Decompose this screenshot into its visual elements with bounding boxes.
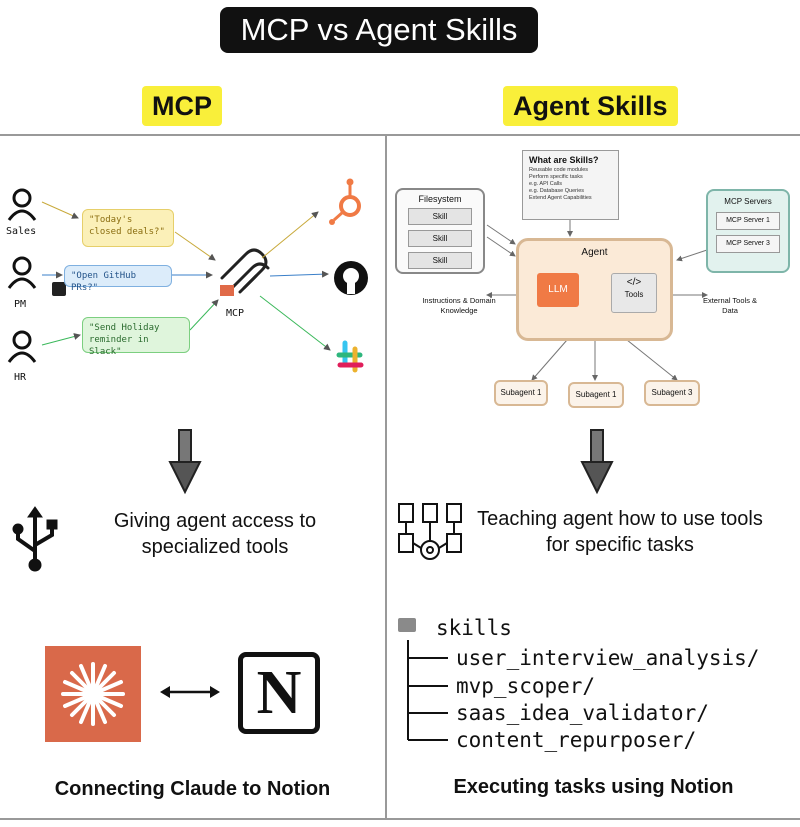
- bidirectional-arrow-icon: [160, 686, 220, 698]
- what-item: Reusable code modules: [529, 167, 589, 173]
- skill-chip: Skill: [408, 230, 472, 247]
- claude-logo: [45, 646, 141, 742]
- instructions-note: Instructions & Domain Knowledge: [422, 296, 496, 315]
- mcp-hub-label: MCP: [226, 308, 245, 319]
- sales-request-bubble: "Today's closed deals?": [82, 209, 174, 247]
- usb-icon: [12, 506, 58, 572]
- mcp-servers-box: MCP Servers MCP Server 1 MCP Server 3: [706, 189, 790, 273]
- user-label-sales: Sales: [6, 226, 37, 237]
- what-are-skills-title: What are Skills?: [529, 155, 599, 165]
- mcp-hub-icon: [220, 248, 270, 294]
- pm-badge-icon: [52, 282, 66, 296]
- mcp-caption: Giving agent access to specialized tools: [113, 510, 317, 558]
- mcp-bottom-caption: Connecting Claude to Notion: [54, 778, 331, 800]
- mcp-server-chip: MCP Server 3: [716, 235, 780, 253]
- tree-item: user_interview_analysis/: [456, 646, 760, 670]
- mcp-servers-title: MCP Servers: [724, 197, 772, 206]
- subagent-box: Subagent 1: [568, 382, 624, 408]
- subagent-box: Subagent 1: [494, 380, 548, 406]
- top-divider: [0, 134, 800, 136]
- slack-icon: [336, 340, 364, 373]
- agent-skills-diagram: [486, 220, 708, 381]
- what-item: Perform specific tasks: [529, 174, 583, 180]
- documents-gear-icon: [398, 503, 462, 560]
- tools-label: Tools: [624, 290, 644, 299]
- what-item: Extend Agent Capabilities: [529, 195, 592, 201]
- skills-caption: Teaching agent how to use tools for spec…: [477, 508, 763, 556]
- user-icon-sales: [7, 188, 37, 221]
- filesystem-title: Filesystem: [418, 194, 462, 204]
- agent-box: Agent LLM </> Tools: [516, 238, 673, 341]
- bottom-divider: [0, 818, 800, 820]
- what-are-skills-box: What are Skills? Reusable code modules P…: [522, 150, 619, 220]
- user-label-hr: HR: [14, 372, 27, 383]
- skills-bottom-caption: Executing tasks using Notion: [453, 776, 734, 798]
- center-divider: [385, 134, 387, 820]
- llm-block: LLM: [537, 273, 579, 307]
- hr-request-bubble: "Send Holiday reminder in Slack": [82, 317, 190, 357]
- tree-item: saas_idea_validator/: [456, 701, 709, 725]
- notion-logo: N: [238, 652, 320, 734]
- down-arrow-icon: [168, 429, 202, 495]
- page-title: MCP vs Agent Skills: [220, 7, 538, 53]
- tree-connector: [407, 640, 448, 741]
- hubspot-icon: [329, 178, 361, 225]
- filesystem-box: Filesystem Skill Skill Skill: [395, 188, 485, 274]
- tools-code-icon: </>: [626, 277, 642, 288]
- mcp-badge-icon: [220, 285, 234, 296]
- agent-title: Agent: [581, 247, 608, 258]
- skill-chip: Skill: [408, 252, 472, 269]
- tree-root: skills: [436, 616, 512, 640]
- what-item: e.g. API Calls: [529, 181, 563, 187]
- github-icon: [334, 261, 368, 295]
- notion-letter: N: [256, 659, 302, 727]
- skill-chip: Skill: [408, 208, 472, 225]
- pm-request-bubble: "Open GitHub PRs?": [64, 265, 172, 293]
- user-label-pm: PM: [14, 299, 27, 310]
- claude-starburst-icon: [61, 662, 125, 726]
- down-arrow-icon: [580, 429, 614, 495]
- tools-block: </> Tools: [611, 273, 657, 313]
- user-icon-pm: [7, 256, 37, 289]
- subagent-box: Subagent 3: [644, 380, 700, 406]
- what-item: e.g. Database Queries: [529, 188, 585, 194]
- user-icon-hr: [7, 330, 37, 363]
- tree-item: content_repurposer/: [456, 728, 697, 752]
- mcp-heading: MCP: [142, 86, 222, 126]
- mcp-diagram: [7, 178, 368, 373]
- mcp-server-chip: MCP Server 1: [716, 212, 780, 230]
- external-tools-note: External Tools & Data: [702, 296, 758, 315]
- agent-skills-heading: Agent Skills: [503, 86, 678, 126]
- folder-icon: [398, 618, 416, 632]
- tree-item: mvp_scoper/: [456, 674, 596, 698]
